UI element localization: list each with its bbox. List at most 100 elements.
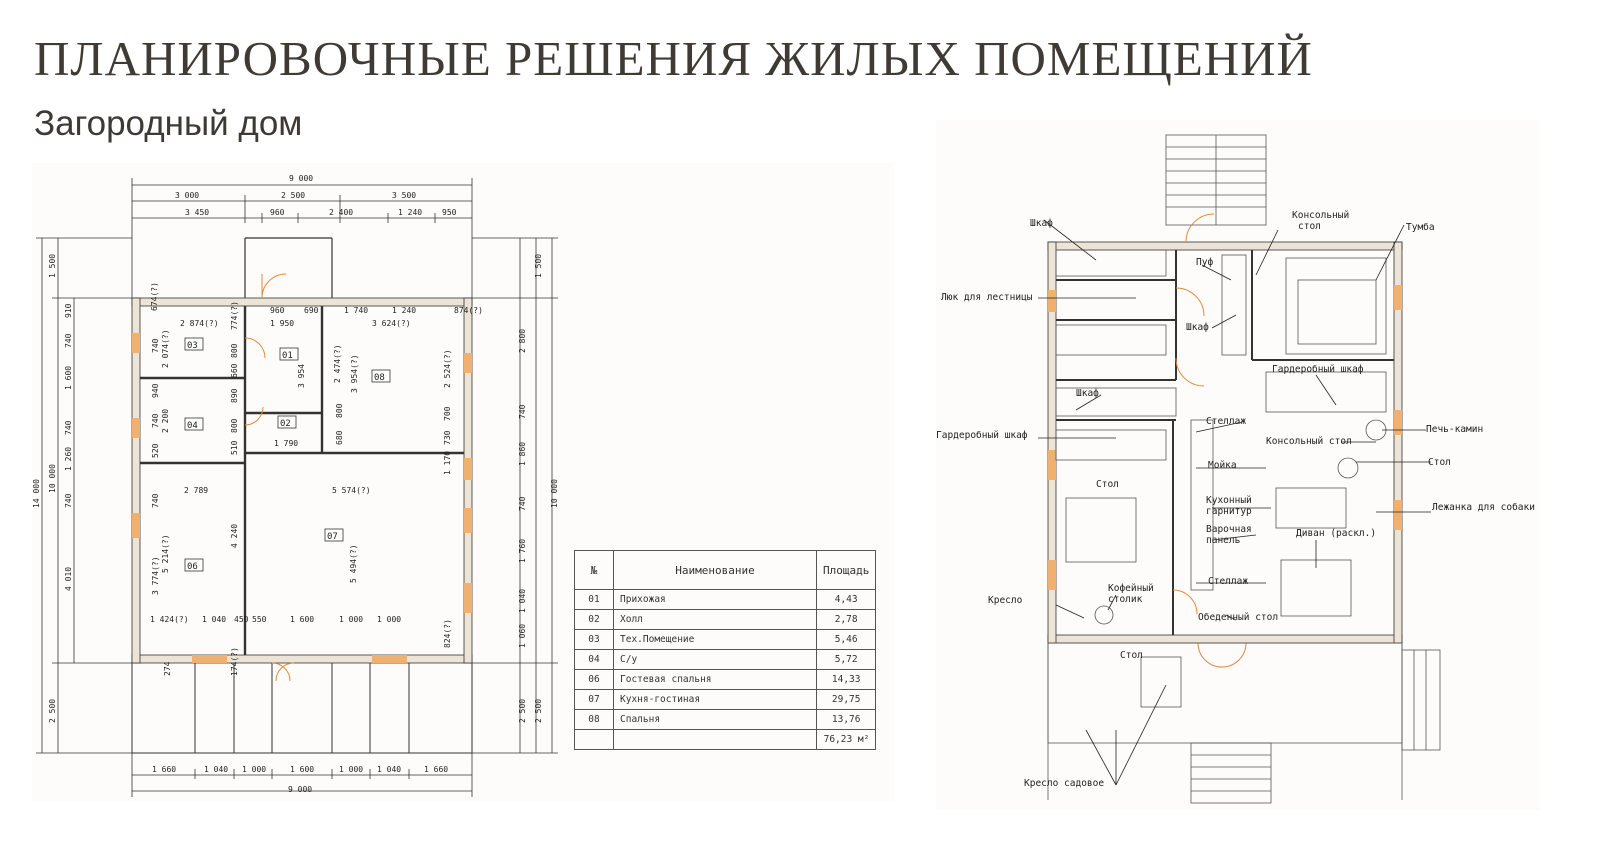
room-tag-06 [184,558,204,572]
room-tag-01 [279,347,299,361]
dim-label: 174(?) [230,647,239,676]
dim-label: 960 [270,306,285,315]
row-name: Тех.Помещение [613,629,817,650]
dim-label: 5 494(?) [349,544,358,583]
row-name: С/у [613,649,817,670]
dim-label: 3 500 [392,191,416,200]
row-name: Прихожая [613,589,817,610]
label-kuhonny-garnitur: гарнитур [1206,506,1252,517]
dim-label: 1 000 [242,765,266,774]
label-konsolny-stol: Консольный стол [1266,436,1352,447]
dim-label: 740 [151,413,160,428]
dim-label: 680 [335,430,344,445]
dim-label: 950 [442,208,457,217]
row-area: 2,78 [815,609,877,630]
dim-label: 1 240 [392,306,416,315]
dim-label: 4 010 [64,567,73,591]
dim-label: 740 [518,404,527,419]
label-luk: Люк для лестницы [941,292,1033,303]
row-area: 29,75 [815,689,877,710]
dimensioned-floor-plan-panel: 03 01 02 04 06 07 08 9 000 3 000 2 500 3… [32,163,894,801]
dim-label: 740 [64,493,73,508]
header-number: № [574,550,614,590]
dim-label: 9 000 [288,785,312,794]
dim-label: 450 [234,615,249,624]
dim-label: 824(?) [443,619,452,648]
dim-label: 1 000 [339,765,363,774]
dim-label: 1 600 [290,615,314,624]
dim-label: 1 170 [443,451,452,475]
dim-label: 700 [443,406,452,421]
dim-label: 2 500 [518,699,527,723]
dim-label: 3 450 [185,208,209,217]
dim-label: 960 [270,208,285,217]
dim-label: 740 [151,493,160,508]
dim-label: 660 [230,363,239,378]
label-konsolny-stol: Консольный [1292,210,1349,221]
dim-label: 4 240 [230,524,239,548]
dim-label: 1 260 [64,447,73,471]
dim-label: 5 214(?) [161,534,170,573]
dim-label: 740 [64,420,73,435]
table-header-row: № Наименование Площадь [574,550,877,590]
dim-label: 740 [64,333,73,348]
label-divan: Диван (раскл.) [1296,528,1376,539]
row-number: 04 [574,649,614,670]
row-area: 5,46 [815,629,877,650]
dim-label: 2 500 [534,699,543,723]
table-row: 03 Тех.Помещение 5,46 [574,629,877,650]
page-title: ПЛАНИРОВОЧНЫЕ РЕШЕНИЯ ЖИЛЫХ ПОМЕЩЕНИЙ [34,31,1313,86]
label-stellazh: Стеллаж [1206,416,1246,427]
row-area: 4,43 [815,589,877,610]
label-konsolny-stol: стол [1298,221,1321,232]
label-stellazh: Стеллаж [1208,576,1248,587]
dim-label: 2 500 [281,191,305,200]
dim-label: 740 [518,496,527,511]
dim-label: 550 [252,615,267,624]
dim-label: 2 524(?) [443,349,452,388]
dim-label: 1 790 [274,439,298,448]
dim-label: 1 950 [270,319,294,328]
room-number: 07 [327,532,338,542]
row-number: 08 [574,709,614,730]
table-total-row: 76,23 м² [574,729,877,750]
label-moyka: Мойка [1208,460,1237,471]
dim-label: 3 624(?) [372,319,411,328]
label-kreslo: Кресло [988,595,1023,606]
dim-label: 910 [64,303,73,318]
room-number: 01 [282,351,293,361]
row-area: 5,72 [815,649,877,670]
label-stol: Стол [1096,479,1119,490]
room-number: 02 [280,419,291,429]
dim-label: 1 040 [204,765,228,774]
dimensioned-floor-plan: 03 01 02 04 06 07 08 9 000 3 000 2 500 3… [32,174,559,797]
dim-label: 1 000 [377,615,401,624]
dim-label: 2 200 [161,409,170,433]
dim-label: 2 400 [329,208,353,217]
dim-label: 2 800 [518,329,527,353]
dim-label: 3 954 [297,364,306,388]
row-area: 13,76 [815,709,877,730]
row-number: 07 [574,689,614,710]
room-schedule-table: № Наименование Площадь 01 Прихожая 4,43 … [574,550,877,750]
label-lezhanka: Лежанка для собаки [1432,502,1535,513]
room-number: 03 [187,341,198,351]
dim-label: 1 040 [377,765,401,774]
dim-label: 5 574(?) [332,486,371,495]
label-shkaf: Шкаф [1186,322,1209,333]
dim-label: 2 500 [48,699,57,723]
header-area: Площадь [815,550,877,590]
dim-label: 1 060 [518,624,527,648]
row-name: Холл [613,609,817,630]
dim-label: 1 500 [48,254,57,278]
label-garderobny-shkaf: Гардеробный шкаф [1272,364,1364,375]
dim-label: 1 040 [518,589,527,613]
row-number: 03 [574,629,614,650]
row-number: 02 [574,609,614,630]
row-name: Кухня-гостиная [613,689,817,710]
dim-label: 1 424(?) [150,615,189,624]
label-shkaf: Шкаф [1030,218,1053,229]
dim-label: 890 [230,388,239,403]
dim-label: 674(?) [150,282,159,311]
row-name: Гостевая спальня [613,669,817,690]
